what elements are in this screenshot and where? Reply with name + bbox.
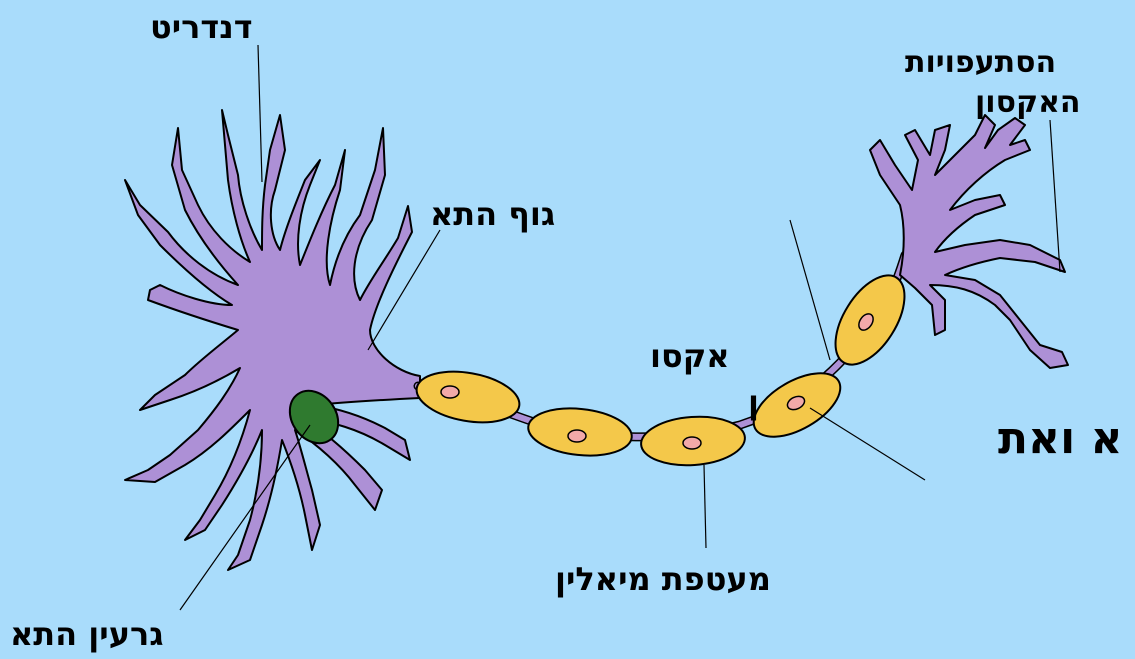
axon-pointer-b	[810, 408, 925, 480]
axon-label-line1: אקסו	[650, 337, 730, 375]
axon-terminals-label-line1: הסתעפויות	[905, 45, 1056, 80]
cell-body-dendrites	[125, 110, 420, 570]
axon-terminals-label-line2: האקסון	[975, 85, 1081, 120]
cut-off-text: א ואת	[998, 413, 1123, 464]
myelin-label: מעטפת מיאלין	[555, 560, 771, 598]
dendrite-label: דנדריט	[150, 8, 253, 46]
dendrite-pointer	[258, 45, 262, 182]
terminals-pointer	[1050, 120, 1060, 272]
axon-label-line2: ן	[748, 383, 759, 421]
axon-terminals	[870, 115, 1068, 368]
myelin-segment	[413, 364, 524, 429]
axon-pointer-a	[790, 220, 830, 360]
myelin-pointer	[704, 465, 706, 548]
nucleus-label: גרעין התא	[10, 615, 164, 653]
cell-body-label: גוף התא	[430, 195, 555, 233]
